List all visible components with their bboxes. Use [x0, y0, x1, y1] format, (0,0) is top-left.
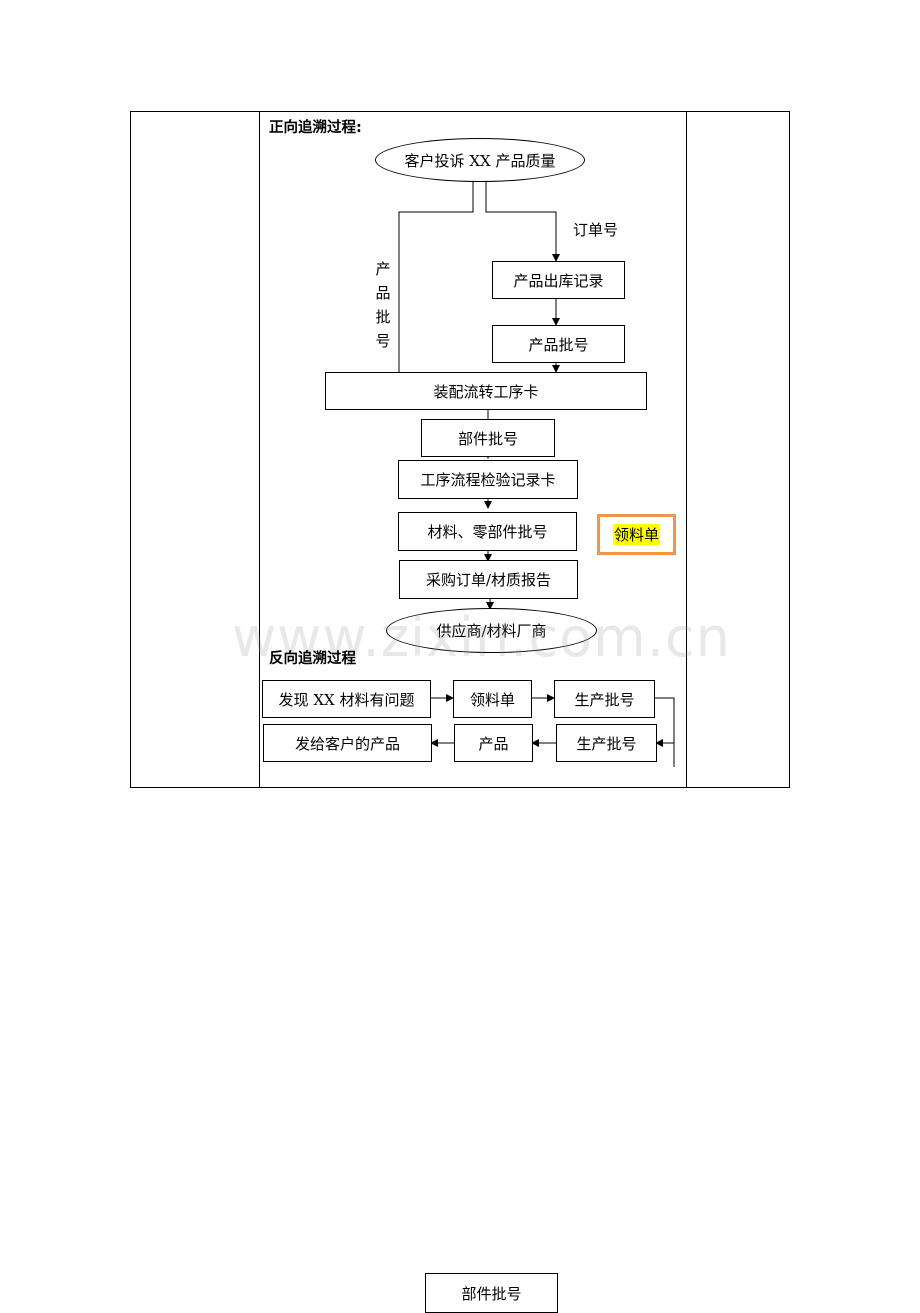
outbound-record-box: 产品出库记录: [492, 261, 625, 299]
part-batch-box: 部件批号: [421, 419, 555, 457]
reverse-box-find-material-issue: 发现 XX 材料有问题: [262, 680, 431, 718]
reverse-trace-title: 反向追溯过程: [269, 651, 356, 667]
requisition-note-callout: 领料单: [597, 514, 676, 555]
purchase-order-report-box: 采购订单/材质报告: [399, 560, 578, 599]
assembly-card-box: 装配流转工序卡: [325, 372, 647, 410]
material-parts-batch-box: 材料、零部件批号: [398, 512, 577, 551]
reverse-box-production-batch-1: 生产批号: [554, 680, 655, 718]
connector-wrap: [654, 697, 675, 767]
table-divider-left: [259, 111, 260, 788]
watermark: www.zixin.com.cn: [232, 606, 731, 669]
table-divider-right: [686, 111, 687, 788]
order-number-label: 订单号: [573, 221, 619, 239]
reverse-box-requisition: 领料单: [453, 680, 532, 718]
table-frame: [130, 111, 790, 788]
product-batch-box: 产品批号: [492, 325, 625, 363]
connector-right-branch: [485, 181, 560, 262]
reverse-box-shipped-products: 发给客户的产品: [263, 724, 432, 762]
reverse-box-production-batch-2: 生产批号: [556, 724, 657, 762]
forward-trace-title: 正向追溯过程:: [269, 120, 362, 136]
process-inspection-box: 工序流程检验记录卡: [398, 460, 578, 499]
requisition-note-text: 领料单: [612, 524, 660, 545]
complaint-node: 客户投诉 XX 产品质量: [375, 138, 585, 182]
product-batch-vertical-label: 产品批号: [375, 260, 391, 350]
reverse-box-product: 产品: [454, 724, 533, 762]
connector-left-branch: [395, 181, 474, 396]
footer-part-batch-box: 部件批号: [425, 1273, 558, 1313]
supplier-node: 供应商/材料厂商: [386, 608, 597, 653]
